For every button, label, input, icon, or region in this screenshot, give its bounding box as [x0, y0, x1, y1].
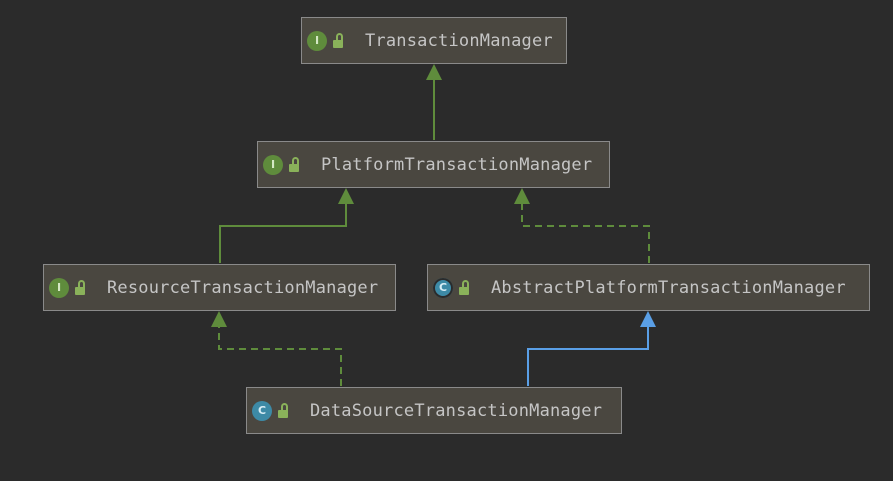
node-label: DataSourceTransactionManager [310, 400, 603, 421]
node-label: PlatformTransactionManager [321, 154, 593, 175]
unlocked-icon [73, 278, 89, 298]
unlocked-icon [276, 401, 292, 421]
interface-icon: I [307, 30, 327, 51]
edge-datasource-to-resource [218, 326, 342, 386]
abstract-class-icon: C [433, 277, 453, 298]
edge-resource-to-platform [219, 200, 347, 263]
edge-abstract-to-platform [521, 203, 650, 263]
unlocked-icon [331, 31, 347, 51]
node-label: TransactionManager [365, 30, 553, 51]
edge-datasource-to-abstract [527, 326, 649, 386]
arrowhead-transaction-manager [426, 64, 442, 80]
node-resource-transaction-manager[interactable]: I ResourceTransactionManager [43, 264, 396, 311]
interface-icon: I [263, 154, 283, 175]
node-label: ResourceTransactionManager [107, 277, 379, 298]
arrowhead-abstract [640, 311, 656, 327]
arrowhead-platform-right [514, 188, 530, 204]
node-platform-transaction-manager[interactable]: I PlatformTransactionManager [257, 141, 610, 188]
class-icon: C [252, 400, 272, 421]
node-data-source-transaction-manager[interactable]: C DataSourceTransactionManager [246, 387, 622, 434]
interface-icon: I [49, 277, 69, 298]
unlocked-icon [457, 278, 473, 298]
arrowhead-platform-left [338, 188, 354, 204]
node-abstract-platform-transaction-manager[interactable]: C AbstractPlatformTransactionManager [427, 264, 870, 311]
arrowhead-resource [211, 311, 227, 327]
unlocked-icon [287, 155, 303, 175]
node-transaction-manager[interactable]: I TransactionManager [301, 17, 567, 64]
node-label: AbstractPlatformTransactionManager [491, 277, 846, 298]
